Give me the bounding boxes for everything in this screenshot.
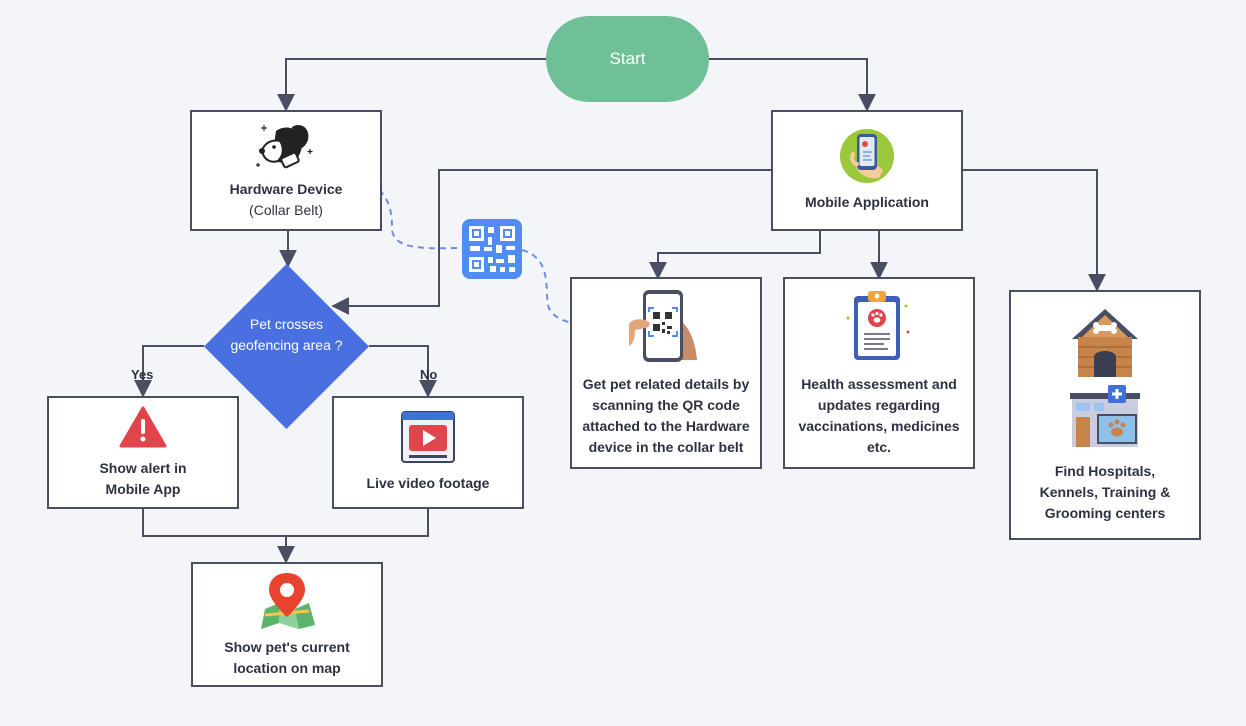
arrow-start-to-hardware (277, 58, 546, 112)
map-pin-icon (261, 572, 315, 629)
arrow-merge-to-location (142, 508, 429, 562)
hardware-device-box: Hardware Device (Collar Belt) (190, 110, 382, 231)
qr-scan-icon (629, 290, 697, 362)
arrow-decision-yes (134, 345, 204, 398)
pet-clinic-icon (1070, 384, 1140, 447)
video-player-icon (401, 411, 455, 463)
mobile-application-box: Mobile Application (771, 110, 963, 231)
start-node: Start (546, 16, 709, 102)
start-label: Start (609, 49, 646, 68)
branch-yes-label: Yes (131, 367, 154, 382)
qr-scan-box: Get pet related details by scanning the … (570, 277, 762, 469)
decision-diamond (204, 264, 369, 429)
qr-scan-label: Get pet related details by scanning the … (582, 376, 750, 455)
warning-icon (119, 406, 167, 447)
hardware-device-title: Hardware Device (229, 181, 343, 197)
live-video-label: Live video footage (366, 475, 490, 491)
health-label: Health assessment and updates regarding … (798, 376, 960, 455)
show-location-box: Show pet's current location on map (191, 562, 383, 687)
decision-label: Pet crosses geofencing area ? (230, 316, 343, 353)
qr-code-icon (462, 219, 522, 279)
show-alert-box: Show alert in Mobile App (47, 396, 239, 509)
phone-hand-icon (840, 129, 894, 183)
branch-no-label: No (420, 367, 438, 382)
arrow-mobile-to-decision (331, 169, 772, 315)
arrow-mobile-to-services (962, 169, 1106, 292)
show-location-label: Show pet's current location on map (224, 638, 350, 676)
kennel-icon (1072, 308, 1138, 377)
services-box: Find Hospitals, Kennels, Training & Groo… (1009, 290, 1201, 540)
services-label: Find Hospitals, Kennels, Training & Groo… (1039, 462, 1171, 521)
dog-collar-icon (256, 125, 313, 169)
arrow-mobile-to-qr (649, 230, 821, 280)
arrow-decision-no (369, 345, 437, 398)
live-video-box: Live video footage (332, 396, 524, 509)
hardware-device-subtitle: (Collar Belt) (249, 202, 323, 218)
health-box: Health assessment and updates regarding … (783, 277, 975, 469)
mobile-application-title: Mobile Application (805, 194, 929, 210)
clipboard-paw-icon (846, 291, 910, 360)
arrow-start-to-mobile (709, 58, 876, 112)
show-alert-label: Show alert in Mobile App (99, 459, 187, 497)
